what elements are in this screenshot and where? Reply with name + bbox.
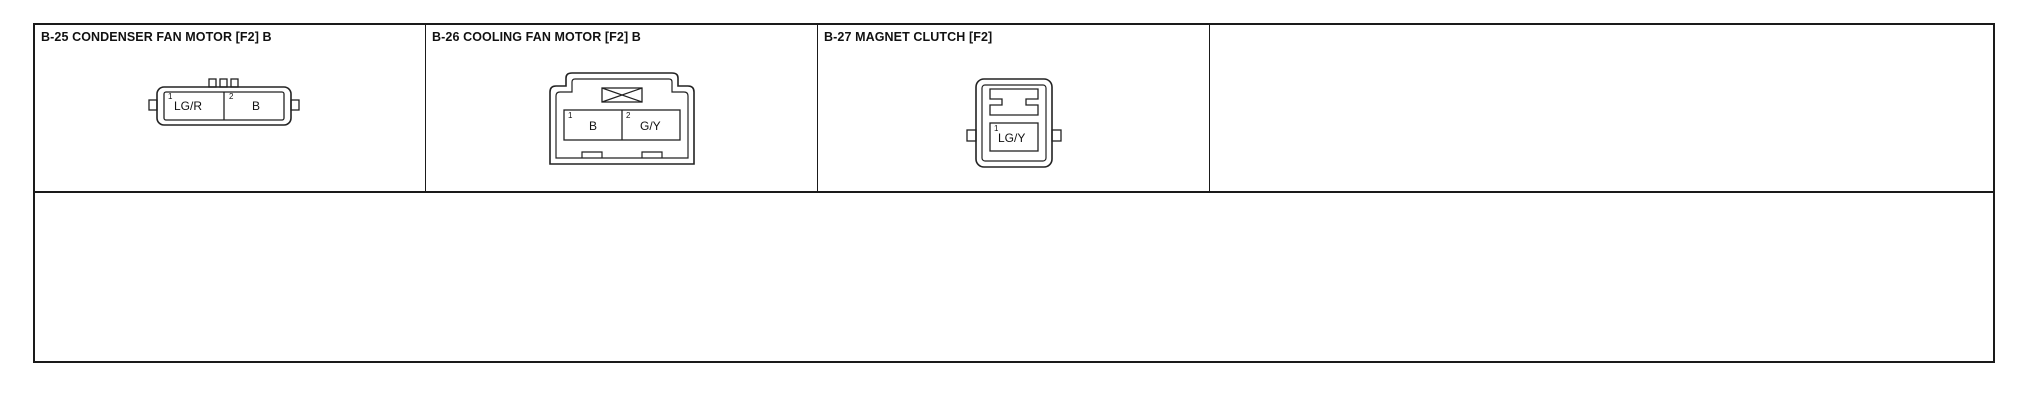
connector-table: B-25 CONDENSER FAN MOTOR [F2] B <box>33 23 1995 363</box>
connector-title: B-26 COOLING FAN MOTOR [F2] B <box>432 30 641 44</box>
connector-row: B-25 CONDENSER FAN MOTOR [F2] B <box>35 25 1993 193</box>
connector-cell-b27: B-27 MAGNET CLUTCH [F2] 1 LG/Y <box>818 25 1210 191</box>
pin-number: 2 <box>626 111 631 120</box>
connector-cell-empty <box>1210 25 1995 191</box>
empty-row <box>35 193 1993 363</box>
connector-diagram-b25: 1 LG/R 2 B <box>148 77 300 137</box>
pin-number: 2 <box>229 92 234 101</box>
pin-wire-color: B <box>252 99 261 113</box>
connector-title: B-27 MAGNET CLUTCH [F2] <box>824 30 993 44</box>
pin-wire-color: B <box>589 119 598 133</box>
pin-wire-color: LG/R <box>174 99 203 113</box>
pin-number: 1 <box>994 124 999 133</box>
connector-cell-b26: B-26 COOLING FAN MOTOR [F2] B <box>426 25 818 191</box>
connector-b25-shape <box>148 78 300 126</box>
connector-diagram-b27: 1 LG/Y <box>960 73 1070 173</box>
pin-wire-color: LG/Y <box>998 131 1026 145</box>
pin-wire-color: G/Y <box>640 119 661 133</box>
connector-title: B-25 CONDENSER FAN MOTOR [F2] B <box>41 30 272 44</box>
connector-diagram-b26: 1 B 2 G/Y <box>542 72 702 168</box>
pin-number: 1 <box>168 92 173 101</box>
pin-number: 1 <box>568 111 573 120</box>
connector-cell-b25: B-25 CONDENSER FAN MOTOR [F2] B <box>35 25 426 191</box>
connector-b26-shape <box>549 72 695 165</box>
connector-b27-shape <box>966 78 1062 168</box>
